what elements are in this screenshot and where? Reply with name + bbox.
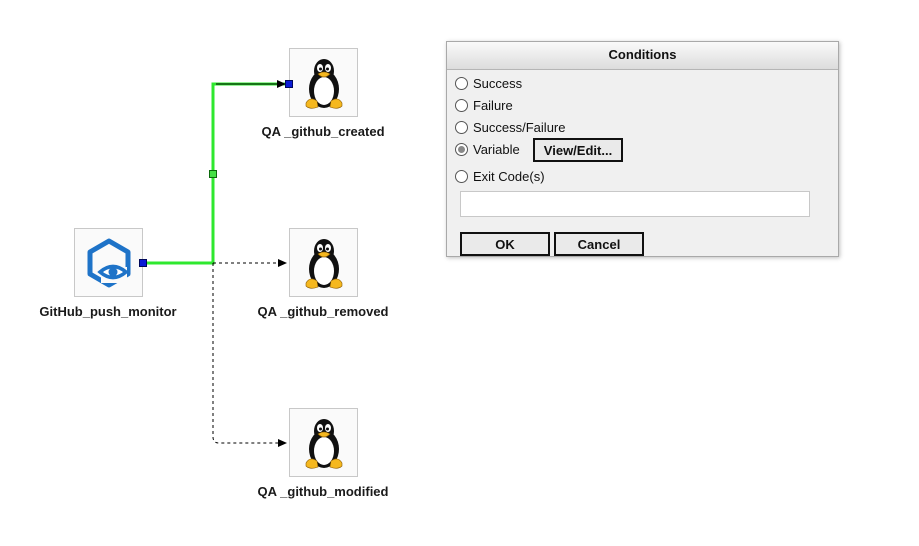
node-label-qa-github-created: QA _github_created: [261, 124, 385, 139]
option-failure-label: Failure: [473, 98, 513, 113]
radio-variable[interactable]: [455, 143, 468, 156]
github-monitor-eye-icon: [87, 238, 130, 287]
node-label-github-push-monitor: GitHub_push_monitor: [39, 304, 177, 319]
option-failure[interactable]: Failure: [455, 98, 513, 113]
node-github-push-monitor[interactable]: [74, 228, 143, 297]
node-qa-github-modified[interactable]: [289, 408, 358, 477]
ok-button[interactable]: OK: [460, 232, 550, 256]
radio-failure[interactable]: [455, 99, 468, 112]
option-success-failure-label: Success/Failure: [473, 120, 566, 135]
dialog-title: Conditions: [447, 42, 838, 70]
node-qa-github-removed[interactable]: [289, 228, 358, 297]
option-variable[interactable]: Variable: [455, 142, 520, 157]
node-label-qa-github-modified: QA _github_modified: [257, 484, 389, 499]
node-qa-github-created[interactable]: [289, 48, 358, 117]
radio-exit-codes[interactable]: [455, 170, 468, 183]
option-exit-codes[interactable]: Exit Code(s): [455, 169, 545, 184]
option-variable-label: Variable: [473, 142, 520, 157]
linux-penguin-icon: [305, 238, 342, 289]
exit-codes-input[interactable]: [460, 191, 810, 217]
option-exit-codes-label: Exit Code(s): [473, 169, 545, 184]
conditions-dialog: Conditions Success Failure Success/Failu…: [446, 41, 839, 257]
radio-success[interactable]: [455, 77, 468, 90]
radio-success-failure[interactable]: [455, 121, 468, 134]
option-success-failure[interactable]: Success/Failure: [455, 120, 565, 135]
view-edit-button[interactable]: View/Edit...: [533, 138, 623, 162]
linux-penguin-icon: [305, 58, 342, 109]
link-midpoint-handle[interactable]: [209, 170, 217, 178]
option-success-label: Success: [473, 76, 523, 91]
cancel-button[interactable]: Cancel: [554, 232, 644, 256]
output-handle[interactable]: [139, 259, 147, 267]
node-label-qa-github-removed: QA _github_removed: [257, 304, 389, 319]
option-success[interactable]: Success: [455, 76, 522, 91]
link-to-modified[interactable]: [212, 263, 287, 447]
linux-penguin-icon: [305, 418, 342, 469]
input-handle-created[interactable]: [285, 80, 293, 88]
